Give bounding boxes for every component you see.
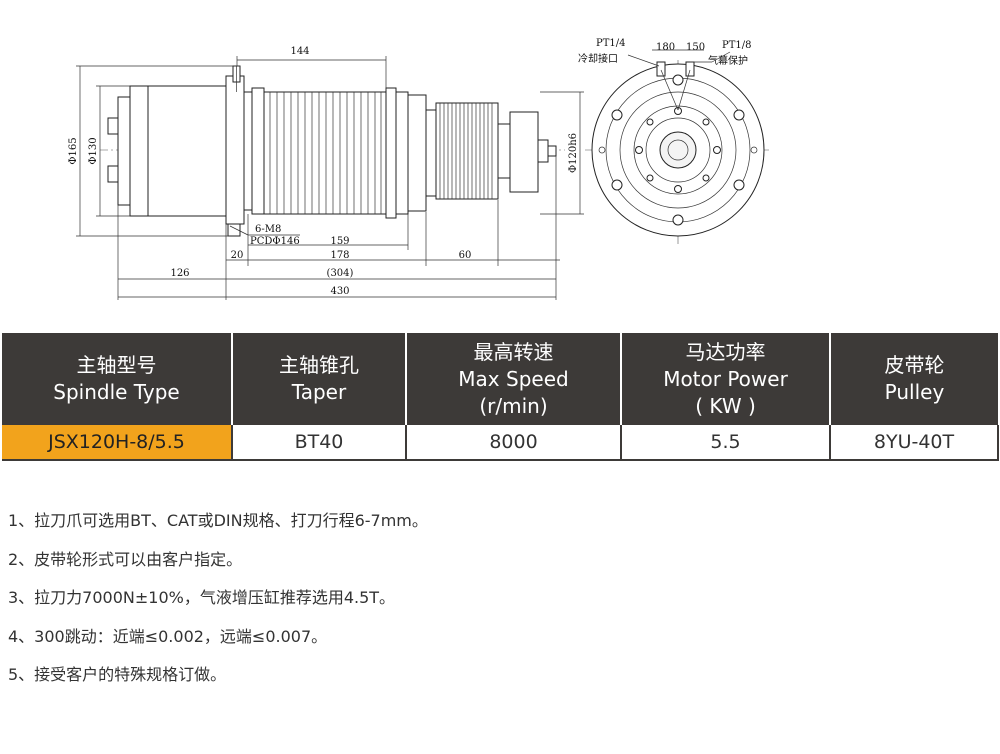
dim-60: 60 — [459, 250, 472, 261]
header-label-en: Taper — [291, 380, 347, 404]
note-item: 4、300跳动：近端≤0.002，远端≤0.007。 — [8, 626, 328, 646]
spec-table-row: JSX120H-8/5.5 BT40 8000 5.5 8YU-40T — [2, 425, 999, 461]
header-label-zh: 马达功率 — [685, 339, 766, 364]
header-label-en: Spindle Type — [53, 380, 180, 404]
dim-159: 159 — [330, 236, 349, 247]
dim-6-m8: 6-M8 — [255, 224, 281, 235]
dimension-lines — [76, 56, 584, 300]
dim-178: 178 — [330, 250, 349, 261]
notes-list: 1、拉刀爪可选用BT、CAT或DIN规格、打刀行程6-7mm。 2、皮带轮形式可… — [8, 506, 428, 699]
header-unit: (r/min) — [479, 393, 548, 418]
header-label-en: Motor Power — [663, 366, 788, 391]
port-airseal-label: 气幕保护 — [708, 54, 748, 67]
spec-table: 主轴型号 Spindle Type 主轴锥孔 Taper 最高转速 Max Sp… — [2, 333, 999, 461]
header-unit: ( KW ) — [695, 393, 756, 418]
header-taper: 主轴锥孔 Taper — [232, 333, 407, 425]
cell-pulley: 8YU-40T — [830, 425, 999, 461]
note-item: 5、接受客户的特殊规格订做。 — [8, 665, 227, 684]
header-motor-power: 马达功率 Motor Power ( KW ) — [621, 333, 831, 425]
angle-180: 180 — [656, 42, 675, 53]
dimension-labels: 144 Φ165 Φ130 Φ120h6 6-M8 PCDΦ146 159 20… — [68, 46, 579, 297]
header-spindle-type: 主轴型号 Spindle Type — [2, 333, 233, 425]
bolt-holes — [598, 74, 758, 226]
note-item: 1、拉刀爪可选用BT、CAT或DIN规格、打刀行程6-7mm。 — [8, 511, 428, 530]
dim-20: 20 — [231, 250, 244, 261]
header-label-en: Max Speed — [458, 366, 569, 391]
header-pulley: 皮带轮 Pulley — [830, 333, 998, 425]
spindle-end-view — [585, 49, 770, 245]
spindle-side-view — [100, 65, 565, 237]
dim-120h6: Φ120h6 — [568, 133, 579, 173]
header-label-zh: 皮带轮 — [884, 353, 945, 377]
note-item: 2、皮带轮形式可以由客户指定。 — [8, 549, 243, 569]
note-item: 3、拉刀力7000N±10%，气液增压缸推荐选用4.5T。 — [8, 588, 396, 607]
header-label-zh: 主轴锥孔 — [279, 353, 359, 377]
port-pt14: PT1/4 — [596, 38, 626, 49]
dim-430: 430 — [330, 286, 349, 297]
end-view-labels: PT1/4 冷却接口 180 150 PT1/8 气幕保护 — [578, 38, 752, 67]
cell-motor-power: 5.5 — [621, 425, 831, 461]
spindle-technical-drawing: 144 Φ165 Φ130 Φ120h6 6-M8 PCDΦ146 159 20… — [68, 38, 770, 300]
dim-304: (304) — [327, 268, 354, 279]
header-label-zh: 主轴型号 — [76, 353, 157, 377]
header-label-en: Pulley — [884, 380, 945, 404]
cell-taper: BT40 — [232, 425, 407, 461]
dim-144: 144 — [290, 46, 309, 57]
cell-spindle-type: JSX120H-8/5.5 — [2, 425, 233, 461]
sleeve-grooves — [269, 92, 382, 214]
header-label-zh: 最高转速 — [473, 339, 554, 364]
pulley-teeth — [439, 103, 493, 199]
spec-table-header: 主轴型号 Spindle Type 主轴锥孔 Taper 最高转速 Max Sp… — [2, 333, 998, 425]
dim-pcd146: PCDΦ146 — [250, 236, 300, 247]
dim-165: Φ165 — [68, 137, 79, 164]
dim-130: Φ130 — [88, 137, 99, 164]
angle-150: 150 — [686, 42, 705, 53]
port-coolant-label: 冷却接口 — [578, 52, 618, 65]
dim-126: 126 — [170, 268, 189, 279]
cell-max-speed: 8000 — [406, 425, 622, 461]
header-max-speed: 最高转速 Max Speed (r/min) — [406, 333, 622, 425]
port-pt18: PT1/8 — [722, 40, 752, 51]
